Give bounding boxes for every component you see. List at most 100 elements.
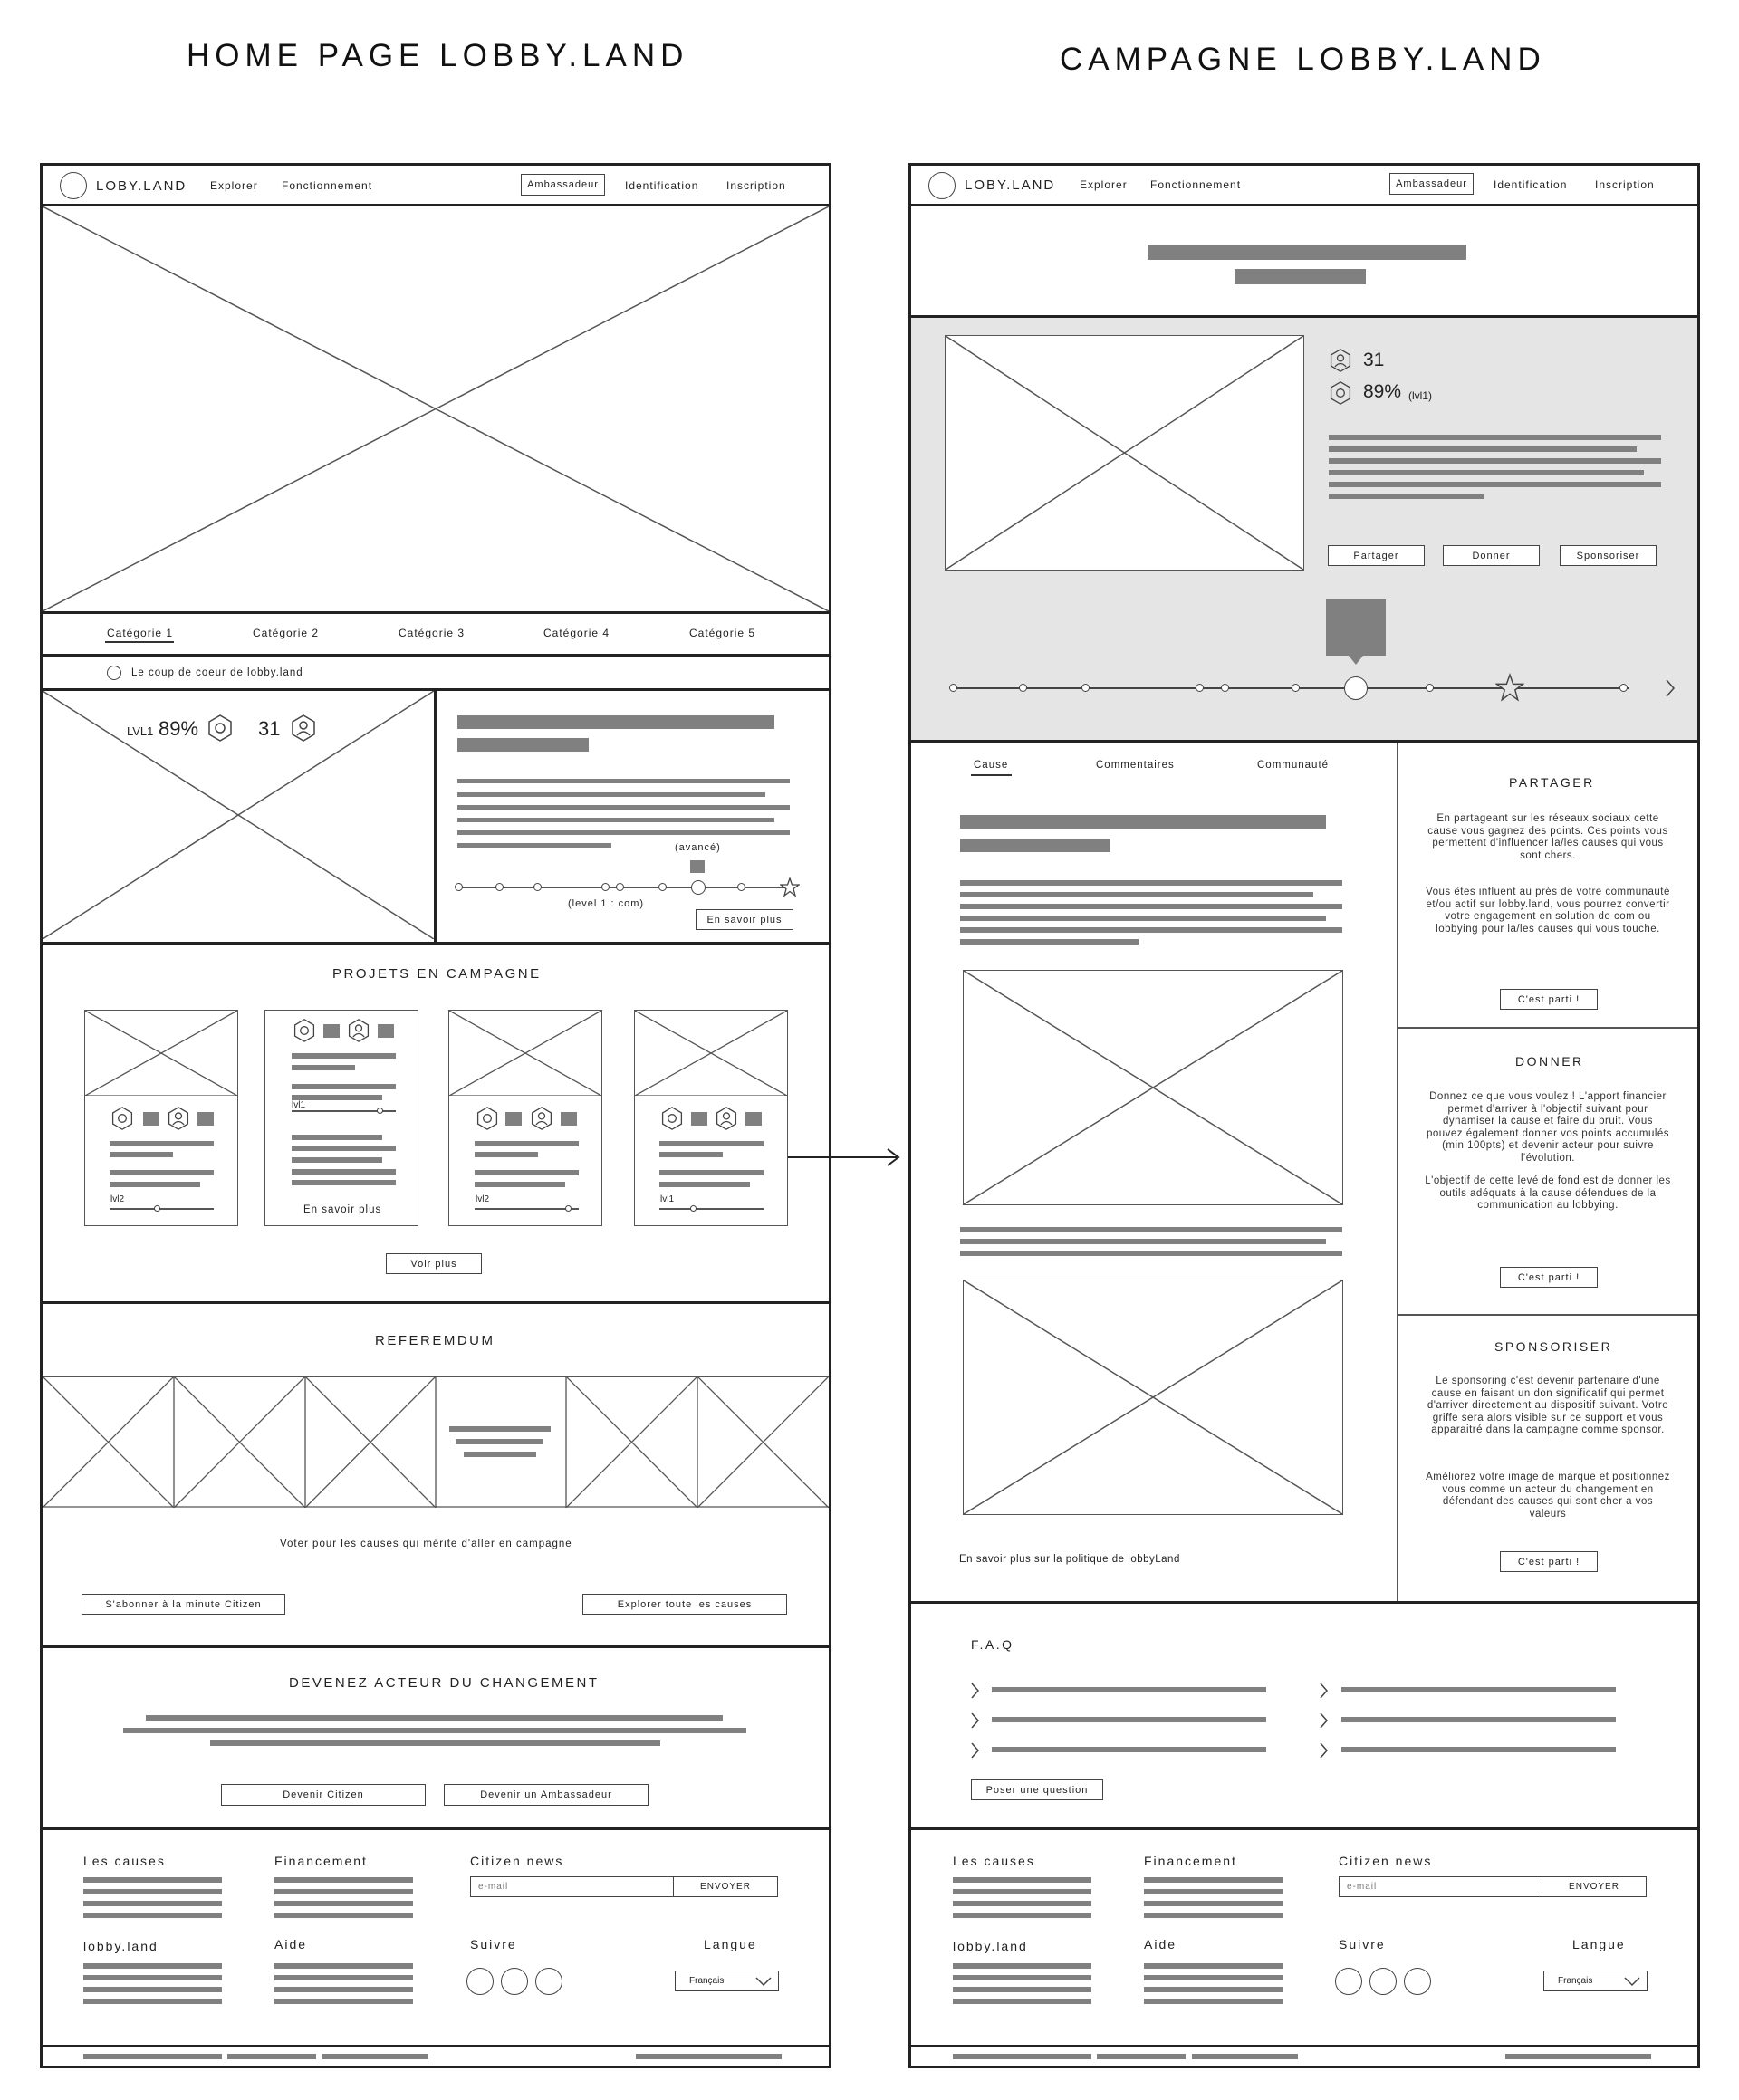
project-card[interactable] [84,1010,238,1226]
footer-link-placeholder[interactable] [83,1999,222,2004]
project-card[interactable] [448,1010,602,1226]
footer-link-placeholder[interactable] [274,1901,413,1906]
footer-link-placeholder[interactable] [83,1963,222,1969]
footer-link-placeholder[interactable] [83,1889,222,1894]
newsletter-email-input[interactable] [470,1876,674,1897]
subscribe-button[interactable]: S'abonner à la minute Citizen [82,1594,285,1615]
footer-link-placeholder[interactable] [83,1975,222,1980]
chevron-right-icon[interactable] [1318,1741,1329,1760]
feature-more-button[interactable]: En savoir plus [696,909,793,930]
newsletter-send-button[interactable]: ENVOYER [673,1876,778,1897]
footer-link-placeholder[interactable] [1144,1901,1283,1906]
devenir-citizen-button[interactable]: Devenir Citizen [221,1784,426,1806]
footer-link-placeholder[interactable] [1144,1975,1283,1980]
social-icon[interactable] [535,1968,562,1995]
footer-link-placeholder[interactable] [274,1999,413,2004]
nav-explorer[interactable]: Explorer [210,179,258,192]
nav-identification[interactable]: Identification [625,179,699,192]
category-tab-3[interactable]: Catégorie 3 [399,627,466,639]
card-more-link[interactable]: En savoir plus [303,1204,382,1215]
tab-commentaires[interactable]: Commentaires [1096,760,1175,771]
language-select[interactable] [675,1971,779,1991]
nav-fonctionnement[interactable]: Fonctionnement [1150,178,1242,191]
footer-link-placeholder[interactable] [1144,1913,1283,1918]
explore-causes-button[interactable]: Explorer toute les causes [582,1594,787,1615]
donner-button[interactable]: Donner [1443,545,1540,566]
legal-link-placeholder[interactable] [636,2054,782,2059]
footer-link-placeholder[interactable] [953,1877,1091,1883]
newsletter-email-input[interactable] [1339,1876,1542,1897]
legal-link-placeholder[interactable] [953,2054,1091,2059]
category-tab-2[interactable]: Catégorie 2 [253,627,320,639]
category-tab-5[interactable]: Catégorie 5 [689,627,756,639]
partager-button[interactable]: Partager [1328,545,1425,566]
footer-link-placeholder[interactable] [1144,1999,1283,2004]
legal-link-placeholder[interactable] [322,2054,428,2059]
logo-text[interactable]: LOBY.LAND [96,178,187,194]
footer-link-placeholder[interactable] [953,1975,1091,1980]
faq-question[interactable] [1341,1687,1616,1692]
ask-question-button[interactable]: Poser une question [971,1779,1103,1800]
social-icon[interactable] [466,1968,494,1995]
sponsoriser-cta-button[interactable]: C'est parti ! [1500,1551,1598,1572]
legal-link-placeholder[interactable] [83,2054,222,2059]
footer-link-placeholder[interactable] [953,1987,1091,1992]
social-icon[interactable] [501,1968,528,1995]
social-icon[interactable] [1369,1968,1397,1995]
legal-link-placeholder[interactable] [1192,2054,1298,2059]
politique-link[interactable]: En savoir plus sur la politique de lobby… [959,1554,1180,1565]
footer-link-placeholder[interactable] [274,1963,413,1969]
legal-link-placeholder[interactable] [227,2054,316,2059]
chevron-right-icon[interactable] [1664,678,1677,698]
footer-link-placeholder[interactable] [1144,1877,1283,1883]
logo-icon[interactable] [60,172,87,199]
footer-link-placeholder[interactable] [274,1975,413,1980]
footer-link-placeholder[interactable] [953,1901,1091,1906]
chevron-right-icon[interactable] [969,1712,980,1730]
donner-cta-button[interactable]: C'est parti ! [1500,1267,1598,1288]
tab-communaute[interactable]: Communauté [1257,760,1330,771]
category-tab-4[interactable]: Catégorie 4 [543,627,610,639]
faq-question[interactable] [992,1687,1266,1692]
faq-question[interactable] [1341,1747,1616,1752]
footer-link-placeholder[interactable] [83,1901,222,1906]
faq-question[interactable] [992,1747,1266,1752]
faq-question[interactable] [1341,1717,1616,1722]
chevron-right-icon[interactable] [1318,1712,1329,1730]
footer-link-placeholder[interactable] [83,1877,222,1883]
devenir-ambassadeur-button[interactable]: Devenir un Ambassadeur [444,1784,649,1806]
category-tab-1[interactable]: Catégorie 1 [107,627,174,639]
nav-ambassadeur[interactable]: Ambassadeur [521,174,605,196]
footer-link-placeholder[interactable] [274,1987,413,1992]
tab-cause[interactable]: Cause [974,760,1009,771]
footer-link-placeholder[interactable] [83,1987,222,1992]
social-icon[interactable] [1404,1968,1431,1995]
social-icon[interactable] [1335,1968,1362,1995]
footer-link-placeholder[interactable] [953,1913,1091,1918]
sponsoriser-button[interactable]: Sponsoriser [1560,545,1657,566]
logo-text[interactable]: LOBY.LAND [965,177,1056,193]
footer-link-placeholder[interactable] [274,1889,413,1894]
nav-ambassadeur[interactable]: Ambassadeur [1389,173,1474,195]
nav-identification[interactable]: Identification [1494,178,1568,191]
footer-link-placeholder[interactable] [274,1913,413,1918]
faq-question[interactable] [992,1717,1266,1722]
project-card[interactable] [264,1010,418,1226]
footer-link-placeholder[interactable] [1144,1889,1283,1894]
chevron-right-icon[interactable] [969,1741,980,1760]
partager-cta-button[interactable]: C'est parti ! [1500,989,1598,1010]
footer-link-placeholder[interactable] [953,1889,1091,1894]
legal-link-placeholder[interactable] [1097,2054,1186,2059]
footer-link-placeholder[interactable] [953,1999,1091,2004]
logo-icon[interactable] [928,172,956,199]
nav-inscription[interactable]: Inscription [726,179,786,192]
voir-plus-button[interactable]: Voir plus [386,1253,482,1274]
language-select[interactable] [1543,1971,1648,1991]
chevron-right-icon[interactable] [1318,1682,1329,1700]
footer-link-placeholder[interactable] [274,1877,413,1883]
referendum-gallery[interactable] [43,1376,829,1508]
nav-inscription[interactable]: Inscription [1595,178,1655,191]
legal-link-placeholder[interactable] [1505,2054,1651,2059]
nav-explorer[interactable]: Explorer [1080,178,1128,191]
newsletter-send-button[interactable]: ENVOYER [1542,1876,1647,1897]
